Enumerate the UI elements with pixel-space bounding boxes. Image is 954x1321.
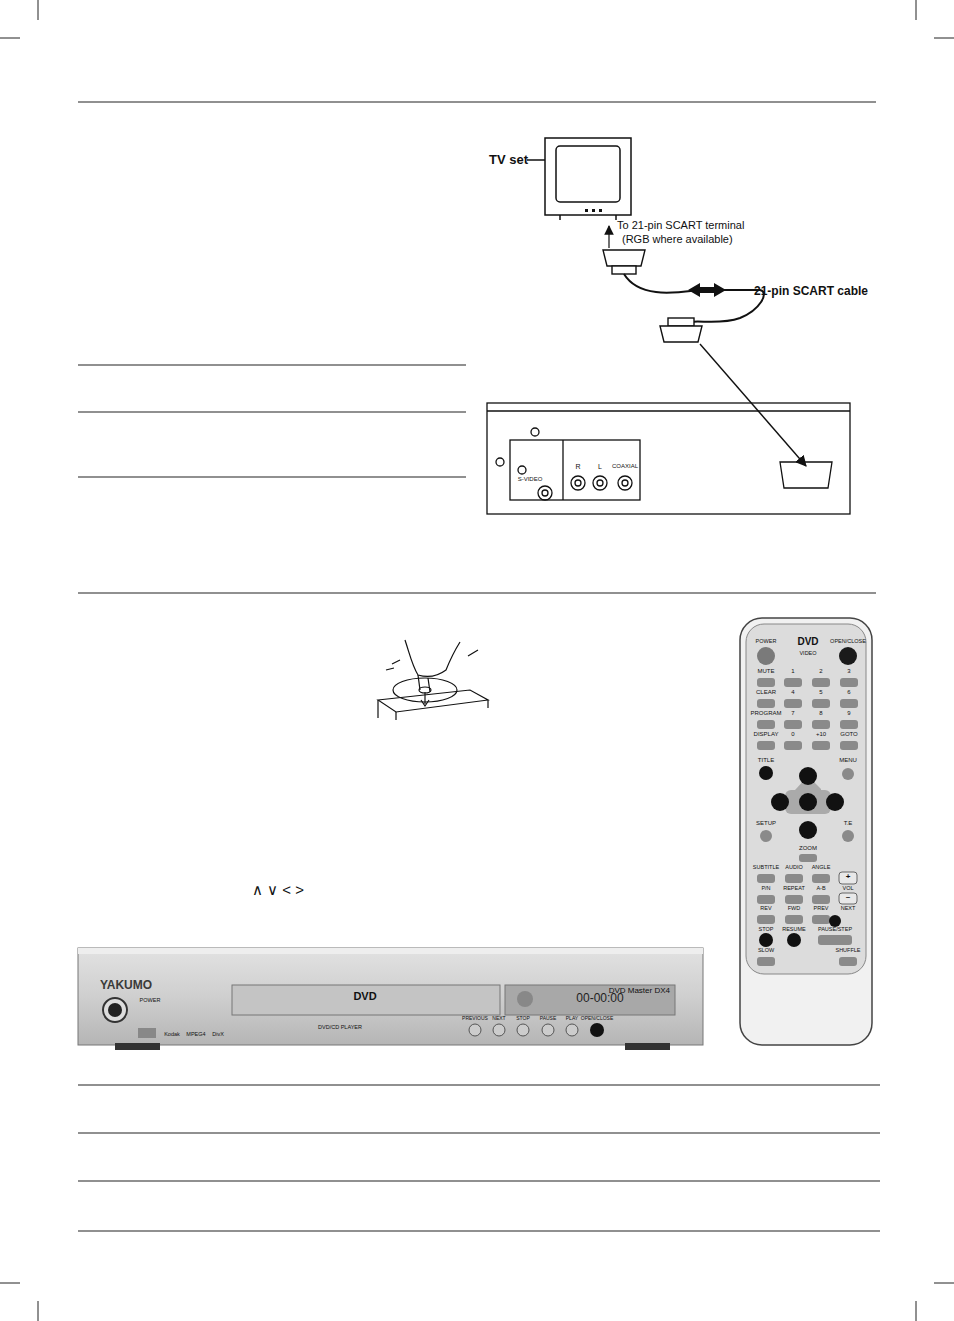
- remote-button-label: REV: [760, 905, 771, 911]
- remote-button-label: SUBTITLE: [753, 864, 779, 870]
- player-panel-label: POWER: [140, 997, 161, 1003]
- remote-button-label: 6: [847, 689, 850, 696]
- player-panel-label: DVD/CD PLAYER: [318, 1024, 362, 1030]
- remote-button-label: PAUSE/STEP: [818, 926, 852, 932]
- player-panel-label: DVD Master DX4: [609, 987, 670, 996]
- remote-button-label: SLOW: [758, 947, 774, 953]
- player-panel-label: STOP: [516, 1016, 530, 1022]
- remote-button-label: 1: [791, 668, 794, 675]
- figure-label: COAXIAL: [612, 463, 638, 470]
- remote-button-label: ZOOM: [799, 845, 817, 852]
- player-panel-label: PLAY: [566, 1016, 578, 1022]
- figure-label: S-VIDEO: [518, 476, 543, 483]
- remote-button-label: 8: [819, 710, 822, 717]
- remote-button-label: POWER: [756, 638, 777, 644]
- remote-button-label: NEXT: [841, 905, 856, 911]
- remote-button-label: GOTO: [840, 731, 858, 738]
- figure-label: To 21-pin SCART terminal: [617, 219, 744, 231]
- remote-button-label: 2: [819, 668, 822, 675]
- remote-button-label: TITLE: [758, 757, 774, 764]
- player-panel-label: YAKUMO: [100, 979, 152, 992]
- remote-button-label: 4: [791, 689, 794, 696]
- remote-button-label: +10: [816, 731, 826, 738]
- player-panel-label: Kodak: [164, 1031, 180, 1037]
- player-panel-label: PREVIOUS: [462, 1016, 488, 1022]
- remote-button-label: SHUFFLE: [835, 947, 860, 953]
- player-panel-label: DVD: [353, 990, 376, 1002]
- remote-button-label: MUTE: [758, 668, 775, 675]
- remote-button-label: PROGRAM: [750, 710, 781, 717]
- remote-button-label: CLEAR: [756, 689, 776, 696]
- player-panel-label: NEXT: [492, 1016, 505, 1022]
- remote-button-label: 5: [819, 689, 822, 696]
- remote-button-label: REPEAT: [783, 885, 805, 891]
- figure-label: (RGB where available): [622, 233, 733, 245]
- remote-button-label: –: [846, 893, 850, 902]
- remote-button-label: VIDEO: [799, 650, 816, 656]
- remote-button-label: 0: [791, 731, 794, 738]
- figure-label: R: [575, 463, 580, 471]
- remote-button-label: STOP: [759, 926, 774, 932]
- figure-label: L: [598, 463, 602, 471]
- remote-button-label: OPEN/CLOSE: [830, 638, 866, 644]
- remote-button-label: RESUME: [782, 926, 806, 932]
- remote-button-label: 3: [847, 668, 850, 675]
- remote-button-label: T.E: [844, 820, 853, 827]
- remote-button-label: PREV: [814, 905, 829, 911]
- remote-button-label: 9: [847, 710, 850, 717]
- player-panel-label: MPEG4: [186, 1031, 205, 1037]
- remote-button-label: +: [846, 873, 851, 882]
- figure-label: ∧ ∨ < >: [252, 882, 304, 899]
- remote-button-label: P/N: [761, 885, 770, 891]
- player-panel-label: DivX: [212, 1031, 224, 1037]
- remote-button-label: DISPLAY: [754, 731, 779, 738]
- player-panel-label: PAUSE: [540, 1016, 557, 1022]
- remote-button-label: VOL: [842, 885, 853, 891]
- remote-button-label: 7: [791, 710, 794, 717]
- remote-button-label: MENU: [839, 757, 857, 764]
- figure-label: TV set: [489, 153, 528, 167]
- remote-button-label: FWD: [788, 905, 801, 911]
- remote-button-label: SETUP: [756, 820, 776, 827]
- remote-button-label: DVD: [797, 636, 818, 647]
- figure-label: 21-pin SCART cable: [754, 285, 872, 298]
- remote-button-label: AUDIO: [785, 864, 802, 870]
- player-panel-label: OPEN/CLOSE: [581, 1016, 614, 1022]
- remote-button-label: ANGLE: [812, 864, 831, 870]
- remote-button-label: A-B: [816, 885, 825, 891]
